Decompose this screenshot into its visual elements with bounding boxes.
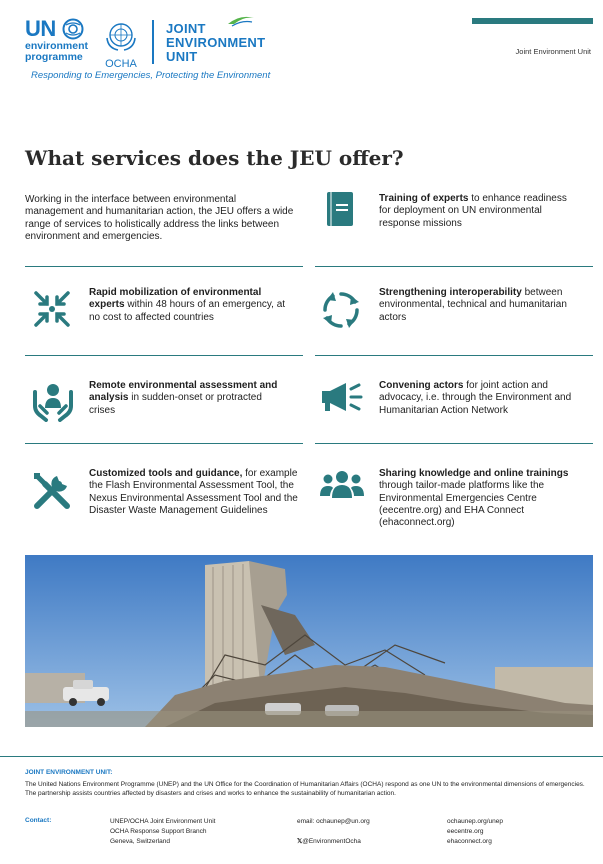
link-ehaconnect[interactable]: ehaconnect.org: [447, 838, 492, 845]
address-line: Geneva, Switzerland: [110, 838, 170, 845]
service-rest: between environmental, technical and hum…: [379, 287, 567, 323]
service-bold: Sharing knowledge and online trainings: [379, 468, 569, 479]
jeu-line3: UNIT: [166, 49, 198, 64]
divider: [315, 443, 593, 444]
hands-person-icon: [33, 384, 73, 422]
service-rest: in sudden-onset or protracted crises: [89, 392, 262, 416]
megaphone-icon: [322, 383, 363, 411]
service-bold: Training of experts: [379, 193, 469, 204]
contact-label: Contact:: [25, 817, 52, 824]
service-rest: to enhance readiness for deployment on U…: [379, 193, 567, 229]
ocha-logo: OCHA: [101, 18, 141, 70]
address-line: OCHA Response Support Branch: [110, 828, 207, 835]
ocha-text: OCHA: [105, 58, 137, 70]
service-rest: for example the Flash Environmental Asse…: [89, 468, 298, 516]
book-icon: [327, 192, 353, 226]
contact-email-social: email: ochaunep@un.org 𝕏@EnvironmentOcha: [297, 817, 370, 847]
cycle-arrows-icon: [323, 292, 359, 328]
unep-globe-icon: [62, 18, 84, 40]
logo-divider: [152, 20, 154, 64]
service-bold: Customized tools and guidance,: [89, 468, 243, 479]
social-handle-text: @EnvironmentOcha: [302, 838, 361, 845]
converge-arrows-icon: [34, 291, 70, 327]
jeu-line2: ENVIRONMENT: [166, 35, 266, 50]
service-bold: Rapid mobilization of environmental expe…: [89, 287, 262, 311]
top-label: Joint Environment Unit: [515, 47, 591, 56]
tools-icon: [34, 473, 70, 509]
photo-illustration: [25, 555, 593, 727]
service-bold: Convening actors: [379, 380, 464, 391]
people-group-icon: [320, 471, 364, 498]
tagline: Responding to Emergencies, Protecting th…: [31, 70, 271, 81]
intro-paragraph: Working in the interface between environ…: [25, 194, 294, 242]
top-accent-bar: [472, 18, 593, 24]
unep-line2: programme: [25, 51, 83, 63]
service-rest: through tailor-made platforms like the E…: [379, 480, 545, 529]
unep-un-text: UN: [25, 16, 56, 41]
service-rest: for joint action and advocacy, i.e. thro…: [379, 380, 572, 416]
disaster-photo: [25, 555, 593, 727]
divider: [25, 355, 303, 356]
x-logo-icon: 𝕏: [297, 838, 303, 845]
contact-address: UNEP/OCHA Joint Environment Unit OCHA Re…: [110, 817, 215, 847]
jeu-leaf-icon: [228, 16, 254, 27]
footer-divider: [0, 756, 603, 757]
contact-links: ochaunep.org/unep eecentre.org ehaconnec…: [447, 817, 503, 847]
address-line: UNEP/OCHA Joint Environment Unit: [110, 818, 216, 825]
divider: [315, 266, 593, 267]
link-eecentre[interactable]: eecentre.org: [447, 828, 484, 835]
link-unep[interactable]: ochaunep.org/unep: [447, 818, 504, 825]
contact-email[interactable]: email: ochaunep@un.org: [297, 818, 370, 825]
divider: [25, 266, 303, 267]
footer-heading: JOINT ENVIRONMENT UNIT:: [25, 769, 113, 776]
unep-logo: UN environment programme: [25, 18, 88, 63]
divider: [25, 443, 303, 444]
service-bold: Remote environmental assessment and anal…: [89, 380, 278, 404]
page-title: What services does the JEU offer?: [25, 146, 404, 170]
service-rest: within 48 hours of an emergency, at no c…: [89, 299, 286, 323]
jeu-logo-text: JOINT ENVIRONMENT UNIT: [166, 22, 265, 64]
unep-line1: environment: [25, 40, 89, 52]
divider: [315, 355, 593, 356]
service-bold: Strengthening interoperability: [379, 287, 522, 298]
footer-description: The United Nations Environment Programme…: [25, 781, 585, 797]
un-emblem-icon: [106, 23, 136, 51]
social-handle[interactable]: 𝕏@EnvironmentOcha: [297, 837, 370, 847]
jeu-line1: JOINT: [166, 21, 206, 36]
